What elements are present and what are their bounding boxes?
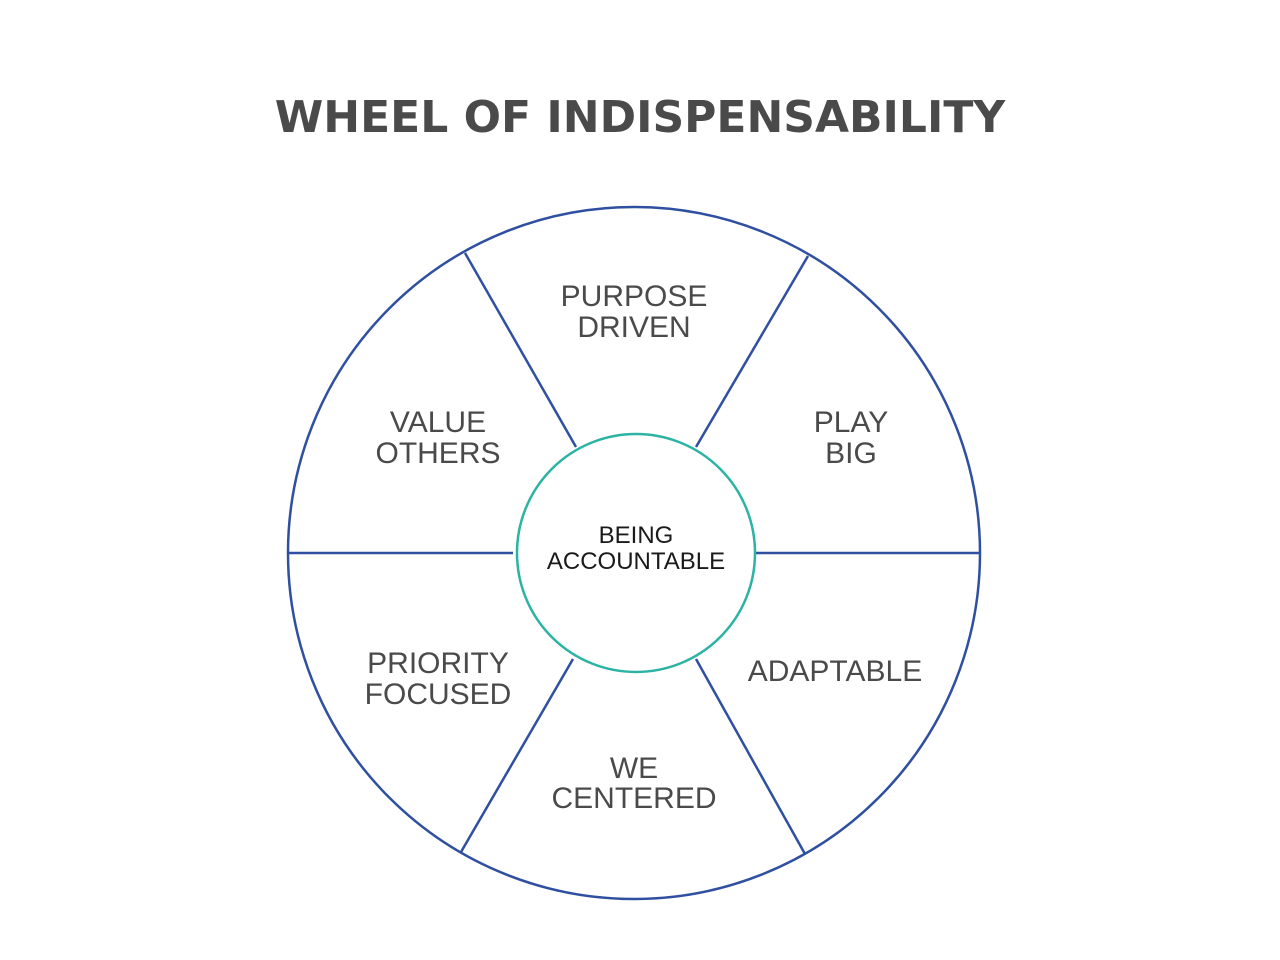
segment-adaptable-line1: ADAPTABLE [748, 655, 923, 688]
center-label-line2: ACCOUNTABLE [547, 548, 725, 575]
center-label-line1: BEING [599, 522, 674, 549]
segment-priority-focused-line2: FOCUSED [365, 678, 512, 711]
spoke-lower-left [459, 658, 575, 853]
spoke-lower-right [694, 658, 807, 855]
spoke-upper-left [463, 252, 578, 448]
spoke-upper-right [694, 255, 810, 448]
segment-purpose-driven-line1: PURPOSE [561, 280, 708, 313]
segment-priority-focused-line1: PRIORITY [367, 647, 509, 680]
segment-purpose-driven-line2: DRIVEN [577, 311, 690, 344]
segment-we-centered-line1: WE [610, 752, 658, 785]
diagram-title: WHEEL OF INDISPENSABILITY [274, 92, 1006, 143]
segment-value-others-line1: VALUE [390, 406, 486, 439]
segment-value-others-line2: OTHERS [375, 437, 500, 470]
segment-play-big-line1: PLAY [814, 406, 889, 439]
segment-we-centered-line2: CENTERED [551, 782, 716, 815]
segment-play-big-line2: BIG [825, 437, 877, 470]
center-hub [515, 432, 757, 674]
